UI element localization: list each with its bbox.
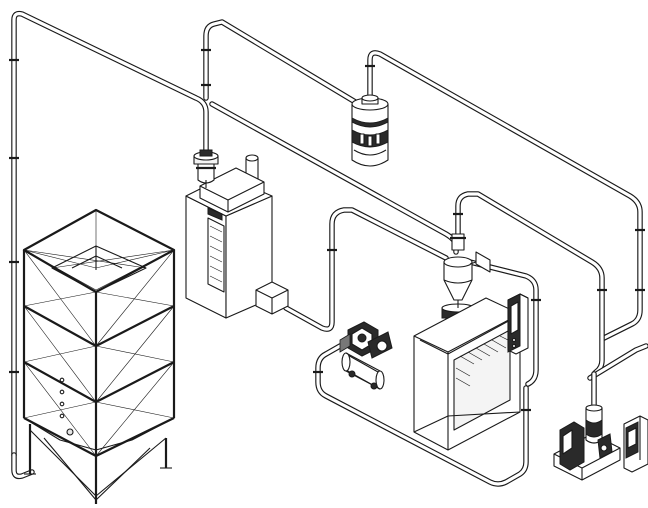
vacuum-turbine-unit — [351, 94, 389, 167]
control-panel — [507, 293, 529, 355]
pump-station — [553, 404, 621, 481]
boiler-vacuum-receiver — [193, 149, 219, 188]
conveying-pipes — [9, 10, 648, 487]
boiler — [185, 154, 289, 319]
side-control-cabinet — [623, 415, 648, 473]
storage-silo — [22, 208, 176, 504]
air-compressor — [339, 321, 393, 390]
collection-bin — [413, 297, 521, 451]
cyclone-separator — [443, 233, 491, 301]
